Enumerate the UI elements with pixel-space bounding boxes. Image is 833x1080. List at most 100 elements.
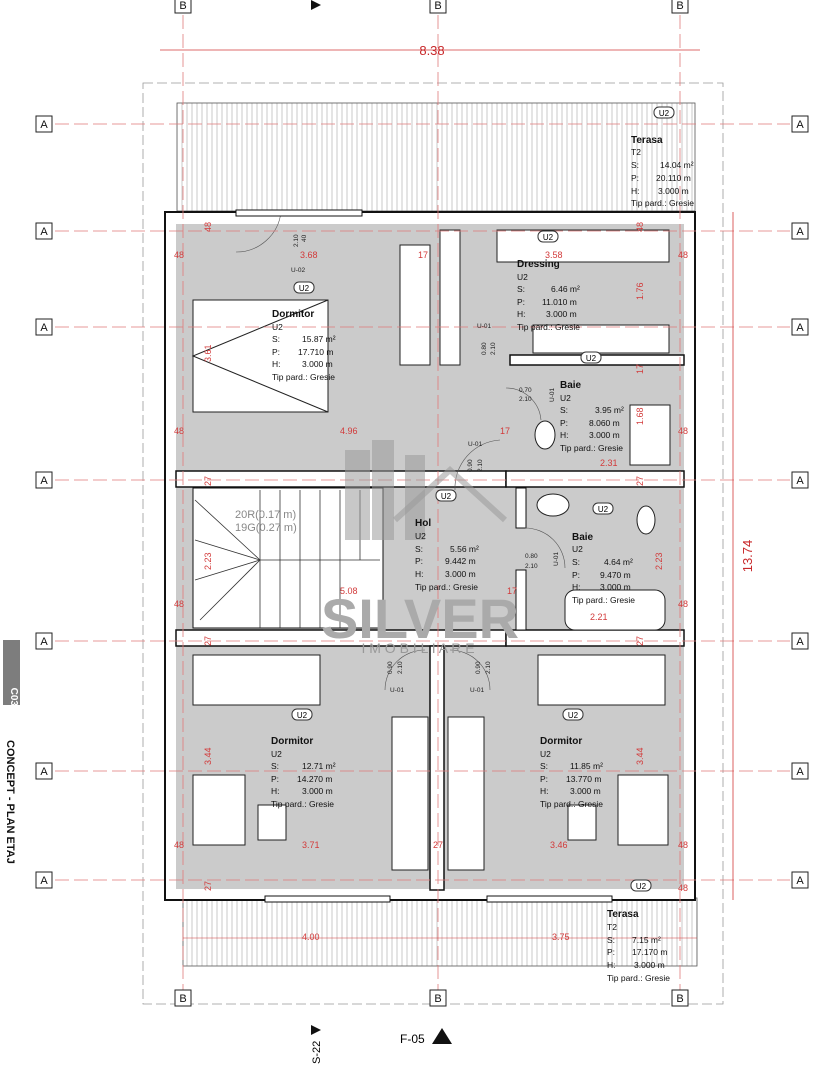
grid-bubble-b[interactable]: B [429, 0, 447, 14]
grid-bubble-a[interactable]: A [791, 762, 809, 780]
room-label-dormitor-1: Dormitor U2 S:15.87 m² P:17.710 m H:3.00… [272, 309, 336, 382]
svg-text:3.44: 3.44 [203, 747, 213, 765]
section-arrow-icon [432, 1028, 452, 1044]
grid-bubble-a[interactable]: A [35, 762, 53, 780]
svg-text:Tip pard.: Gresie: Tip pard.: Gresie [517, 322, 580, 332]
svg-text:Tip pard.: Gresie: Tip pard.: Gresie [560, 443, 623, 453]
svg-text:H:: H: [631, 186, 640, 196]
svg-text:0.80: 0.80 [481, 342, 488, 355]
grid-bubble-a[interactable]: A [791, 115, 809, 133]
svg-text:9.470 m: 9.470 m [600, 570, 631, 580]
svg-text:3.000 m: 3.000 m [302, 786, 333, 796]
svg-text:0.90: 0.90 [475, 661, 482, 674]
svg-text:A: A [40, 875, 48, 887]
svg-text:3.46: 3.46 [550, 840, 568, 850]
svg-text:B: B [676, 0, 683, 12]
svg-text:3.44: 3.44 [635, 747, 645, 765]
svg-text:48: 48 [678, 426, 688, 436]
svg-text:27: 27 [203, 636, 213, 646]
svg-text:48: 48 [678, 250, 688, 260]
svg-text:U2: U2 [272, 322, 283, 332]
sheet-frame [142, 82, 724, 1005]
svg-text:Dormitor: Dormitor [540, 736, 582, 747]
section-arrow-bottom-icon [311, 1025, 321, 1035]
grid-bubble-b[interactable]: B [174, 0, 192, 14]
grid-bubble-a[interactable]: A [35, 222, 53, 240]
svg-text:4.00: 4.00 [302, 932, 320, 942]
svg-text:Tip pard.: Gresie: Tip pard.: Gresie [272, 372, 335, 382]
svg-text:A: A [796, 475, 804, 487]
grid-bubble-b[interactable]: B [671, 989, 689, 1007]
sheet-title: CONCEPT - PLAN ETAJ [4, 740, 16, 864]
overall-height-dim: 13.74 [740, 540, 755, 573]
svg-text:2.23: 2.23 [654, 552, 664, 570]
grid-bubble-a[interactable]: A [35, 632, 53, 650]
room-label-dormitor-3: Dormitor U2 S:11.85 m² P:13.770 m H:3.00… [540, 736, 603, 809]
svg-text:S:: S: [560, 405, 568, 415]
grid-bubble-a[interactable]: A [35, 318, 53, 336]
svg-text:P:: P: [572, 570, 580, 580]
svg-text:U-01: U-01 [468, 441, 482, 448]
grid-bubble-a[interactable]: A [35, 871, 53, 889]
svg-text:5.56 m²: 5.56 m² [450, 544, 479, 554]
building [164, 209, 696, 903]
svg-text:U2: U2 [572, 544, 583, 554]
svg-text:H:: H: [607, 960, 616, 970]
svg-text:B: B [179, 993, 186, 1005]
grid-bubble-a[interactable]: A [791, 471, 809, 489]
svg-text:Baie: Baie [560, 380, 582, 391]
svg-text:P:: P: [607, 947, 615, 957]
svg-text:2.10: 2.10 [477, 459, 484, 472]
svg-text:48: 48 [174, 426, 184, 436]
svg-text:27: 27 [203, 881, 213, 891]
svg-text:Hol: Hol [415, 518, 431, 529]
svg-text:2.31: 2.31 [600, 458, 618, 468]
grid-bubble-b[interactable]: B [671, 0, 689, 14]
svg-text:H:: H: [572, 582, 581, 592]
svg-text:11.010 m: 11.010 m [542, 297, 577, 307]
svg-text:U2: U2 [297, 711, 308, 720]
svg-text:1.68: 1.68 [635, 407, 645, 425]
svg-text:0.90: 0.90 [467, 459, 474, 472]
svg-text:2.10: 2.10 [485, 661, 492, 674]
svg-text:14.04 m²: 14.04 m² [660, 160, 694, 170]
svg-text:5.08: 5.08 [340, 586, 358, 596]
grid-lines [55, 15, 790, 990]
svg-text:7.15 m²: 7.15 m² [632, 935, 661, 945]
terrace-bottom [182, 897, 698, 967]
svg-text:3.61: 3.61 [203, 344, 213, 362]
svg-text:H:: H: [415, 569, 424, 579]
svg-text:2.10: 2.10 [490, 342, 497, 355]
svg-text:A: A [796, 875, 804, 887]
grid-bubble-a[interactable]: A [35, 471, 53, 489]
grid-bubble-b[interactable]: B [429, 989, 447, 1007]
svg-text:0.70: 0.70 [519, 387, 532, 394]
section-mark-f05[interactable]: F-05 [400, 1032, 425, 1046]
room-label-terasa-top: Terasa T2 S:14.04 m² P:20.110 m H:3.000 … [631, 135, 694, 208]
svg-text:3.000 m: 3.000 m [546, 309, 577, 319]
svg-text:48: 48 [174, 599, 184, 609]
grid-bubble-a[interactable]: A [791, 222, 809, 240]
grid-bubble-b[interactable]: B [174, 989, 192, 1007]
svg-text:H:: H: [560, 430, 569, 440]
svg-text:3.000 m: 3.000 m [658, 186, 689, 196]
svg-text:27: 27 [635, 636, 645, 646]
svg-text:Tip pard.: Gresie: Tip pard.: Gresie [607, 973, 670, 983]
grid-bubble-a[interactable]: A [791, 871, 809, 889]
svg-text:Tip pard.: Gresie: Tip pard.: Gresie [540, 799, 603, 809]
grid-bubble-a[interactable]: A [35, 115, 53, 133]
svg-text:Terasa: Terasa [607, 909, 639, 920]
grid-bubble-a[interactable]: A [791, 318, 809, 336]
svg-text:Dressing: Dressing [517, 259, 560, 270]
svg-text:17: 17 [500, 426, 510, 436]
watermark-sub: I M O B I L I A R E [361, 640, 474, 656]
svg-text:U-01: U-01 [477, 323, 491, 330]
svg-text:15.87 m²: 15.87 m² [302, 334, 336, 344]
svg-text:U2: U2 [598, 505, 609, 514]
svg-text:U2: U2 [568, 711, 579, 720]
svg-text:P:: P: [540, 774, 548, 784]
section-mark-s22[interactable]: S-22 [311, 1041, 323, 1064]
svg-text:8.060 m: 8.060 m [589, 418, 620, 428]
svg-text:B: B [676, 993, 683, 1005]
grid-bubble-a[interactable]: A [791, 632, 809, 650]
